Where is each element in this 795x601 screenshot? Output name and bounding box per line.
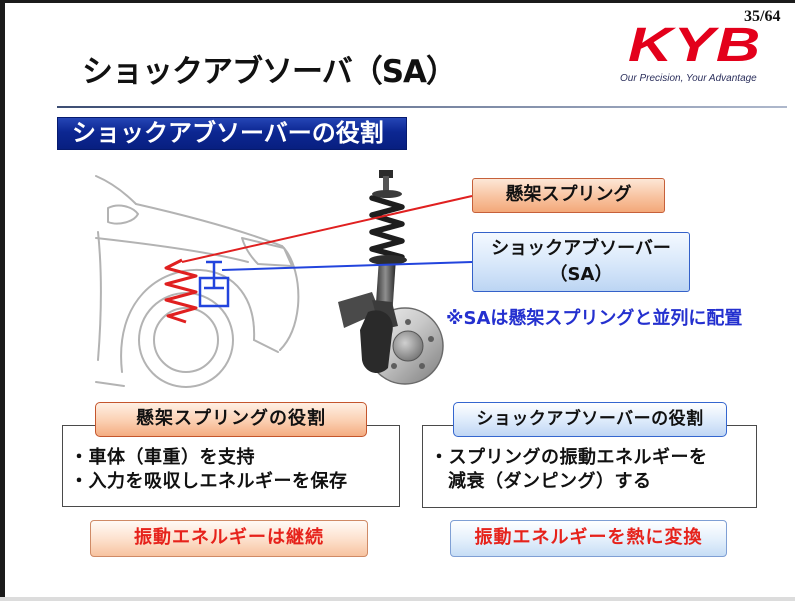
- car-front-bumper: [279, 245, 300, 351]
- spring-role-result: 振動エネルギーは継続: [90, 520, 368, 557]
- slide-title: ショックアブソーバ（SA）: [82, 54, 457, 90]
- car-windshield-line: [95, 175, 137, 205]
- car-side-mirror: [107, 204, 139, 225]
- car-shock-absorber-schematic: [198, 260, 230, 308]
- car-fender-lower: [253, 339, 279, 353]
- shock-absorber-role-result: 振動エネルギーを熱に変換: [450, 520, 727, 557]
- strut-piston-rod: [383, 176, 389, 192]
- shock-leader-line: [221, 261, 473, 271]
- car-body-side-line: [95, 237, 249, 263]
- car-door-edge: [97, 231, 102, 361]
- car-wheel-arch: [120, 268, 256, 373]
- spring-callout-label: 懸架スプリング: [505, 184, 632, 205]
- logo-tagline: Our Precision, Your Advantage: [620, 73, 757, 84]
- car-tire: [138, 292, 234, 388]
- hub-bolt-holes: [382, 319, 434, 369]
- shock-absorber-role-line-1: ・スプリングの振動エネルギーを: [430, 447, 708, 468]
- section-heading-text: ショックアブソーバーの役割: [72, 119, 384, 147]
- car-front-outline: [95, 175, 300, 388]
- strut-top-mount: [379, 170, 393, 178]
- title-underline: [57, 106, 787, 108]
- window-border-top: [0, 0, 795, 3]
- shock-absorber-callout: ショックアブソーバー （SA）: [472, 232, 690, 292]
- strut-upper-spring-seat: [372, 190, 402, 198]
- car-rim: [153, 307, 219, 373]
- shock-callout-line1: ショックアブソーバー: [491, 238, 671, 259]
- spring-role-line-2: ・入力を吸収しエネルギーを保存: [70, 471, 348, 492]
- hub-bolt: [419, 363, 425, 369]
- shock-absorber-role-panel: [422, 425, 757, 508]
- shock-absorber-role-heading: ショックアブソーバーの役割: [453, 402, 727, 437]
- spring-role-heading: 懸架スプリングの役割: [95, 402, 367, 437]
- page-number: 35/64: [744, 8, 781, 25]
- hub-bolt: [428, 336, 434, 342]
- hub-bolt: [391, 363, 397, 369]
- spring-callout: 懸架スプリング: [472, 178, 665, 213]
- car-spring-coil: [164, 258, 198, 324]
- window-border-bottom: [0, 597, 795, 601]
- shock-callout-line2: （SA）: [549, 264, 613, 285]
- window-border-left: [0, 0, 5, 601]
- strut-lower-arm: [338, 292, 380, 328]
- strut-coil-spring: [369, 195, 405, 260]
- shock-cylinder: [198, 276, 230, 308]
- strut-assembly: [338, 170, 444, 385]
- car-hood-line: [135, 203, 283, 247]
- hub-bolt: [405, 319, 411, 325]
- shock-absorber-role-line-2: 減衰（ダンピング）する: [448, 471, 652, 492]
- section-heading-banner: ショックアブソーバーの役割: [57, 117, 407, 150]
- brake-caliper: [360, 310, 393, 374]
- spring-leader-line: [181, 195, 473, 263]
- kyb-logo: KYB: [628, 19, 762, 72]
- car-sill-line: [95, 381, 125, 387]
- spring-role-panel: [62, 425, 400, 507]
- parallel-arrangement-note: ※SAは懸架スプリングと並列に配置: [446, 308, 743, 329]
- spring-role-line-1: ・車体（車重）を支持: [70, 447, 255, 468]
- strut-lower-spring-seat: [369, 255, 407, 265]
- car-headlight: [241, 237, 293, 267]
- brake-disc-hub: [392, 330, 424, 362]
